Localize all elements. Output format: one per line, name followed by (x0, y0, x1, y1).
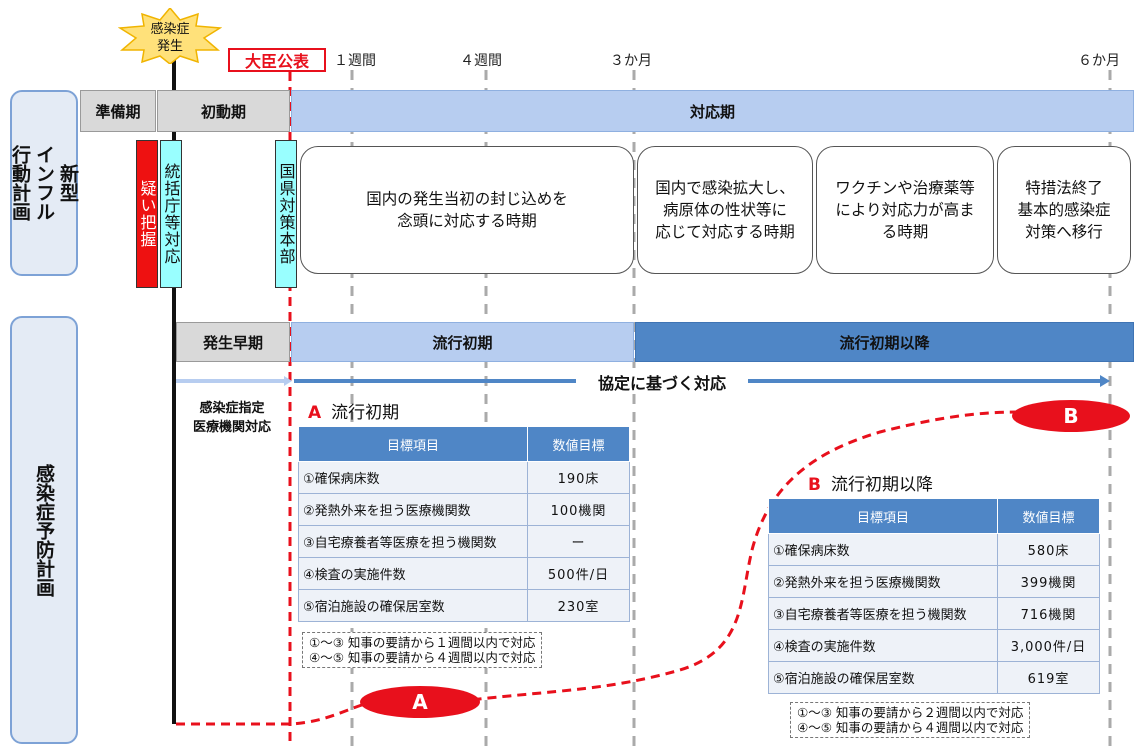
minister-announcement-badge: 大臣公表 (228, 48, 326, 72)
phase-response: 対応期 (291, 90, 1134, 132)
sidebar-action-plan: 新型 インフル 行動計画 (9, 90, 79, 276)
tick-3-months: ３か月 (610, 53, 652, 69)
phase-early-outbreak: 発生早期 (176, 322, 290, 362)
label-agency-response: 統括庁等対応 (160, 140, 182, 288)
table-b-notes: ①～③ 知事の要請から２週間以内で対応 ④～⑤ 知事の要請から４週間以内で対応 (790, 702, 1031, 738)
table-a-notes: ①～③ 知事の要請から１週間以内で対応 ④～⑤ 知事の要請から４週間以内で対応 (302, 632, 543, 668)
tick-4-weeks: ４週間 (460, 53, 502, 69)
marker-b: B (1012, 400, 1130, 432)
designated-hospital-label: 感染症指定 医療機関対応 (192, 401, 271, 435)
description-transition: 特措法終了 基本的感染症 対策へ移行 (997, 146, 1131, 274)
marker-a: A (360, 686, 480, 718)
phase-epidemic-initial: 流行初期 (291, 322, 634, 362)
label-national-hq: 国県対策本部 (275, 140, 297, 288)
sidebar-bottom-label: 感染症予防計画 (33, 463, 55, 597)
phase-preparation: 準備期 (80, 90, 156, 132)
onset-star-icon (118, 8, 222, 64)
label-suspicion: 疑い把握 (136, 140, 158, 288)
table-a-header: 目標項目 数値目標 (298, 426, 630, 462)
agreement-label: 協定に基づく対応 (578, 370, 746, 394)
table-b-header-item: 目標項目 (768, 498, 998, 534)
sidebar-top-line-2: インフル (33, 145, 55, 221)
table-b-header: 目標項目 数値目標 (768, 498, 1100, 534)
table-row: ③自宅療養者等医療を担う機関数ー (298, 525, 630, 558)
table-b-letter: B (808, 475, 821, 495)
onset-label: 感染症 発生 (150, 22, 190, 54)
table-a-header-item: 目標項目 (298, 426, 528, 462)
tick-6-months: ６か月 (1078, 53, 1120, 69)
description-vaccine: ワクチンや治療薬等 により対応力が高ま る時期 (816, 146, 994, 274)
table-b-header-value: 数値目標 (997, 498, 1100, 534)
phase-initial: 初動期 (157, 90, 290, 132)
sidebar-top-line-3: 行動計画 (9, 145, 31, 221)
table-a-header-value: 数値目標 (527, 426, 630, 462)
phase-epidemic-after: 流行初期以降 (635, 322, 1134, 362)
sidebar-prevention-plan: 感染症予防計画 (10, 316, 78, 744)
description-spread: 国内で感染拡大し、 病原体の性状等に 応じて対応する時期 (637, 146, 813, 274)
table-a-letter: A (308, 403, 322, 423)
tick-1-week: １週間 (334, 53, 376, 69)
sidebar-top-line-1: 新型 (57, 164, 79, 202)
description-containment: 国内の発生当初の封じ込めを 念頭に対応する時期 (300, 146, 634, 274)
